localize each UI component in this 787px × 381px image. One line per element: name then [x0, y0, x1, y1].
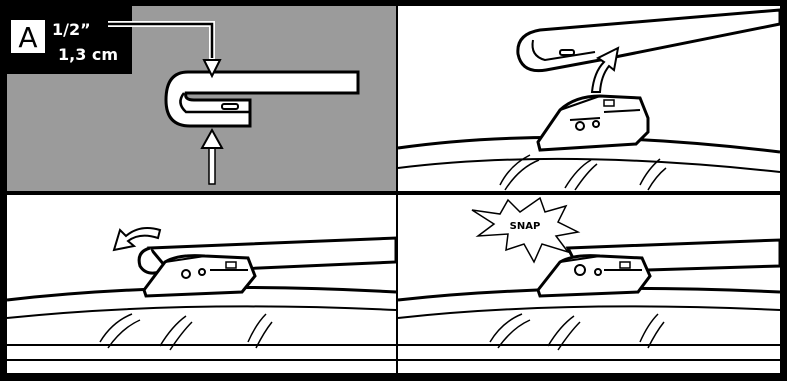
down-arrow-icon: [202, 58, 222, 79]
wiper-clip-adapter: [536, 94, 650, 152]
vertical-divider: [396, 6, 398, 373]
panel-step-c: [6, 195, 398, 373]
snap-burst-callout: SNAP: [471, 196, 581, 264]
measure-metric: 1,3 cm: [58, 45, 118, 64]
measure-imperial: 1/2”: [52, 20, 91, 39]
snap-label: SNAP: [510, 221, 541, 232]
panel-step-a: A 1/2” 1,3 cm: [7, 6, 396, 191]
rotate-arrow-icon: [112, 227, 162, 252]
wiper-arm-end: [164, 70, 360, 128]
lift-arrow-icon: [590, 46, 620, 93]
wiper-arm-lifted: [516, 8, 782, 73]
panel-step-d: SNAP: [397, 195, 782, 373]
panel-step-b: [397, 6, 782, 191]
wiper-clip-adapter: [142, 254, 257, 298]
wiper-clip-adapter: [536, 254, 652, 298]
up-arrow-icon: [200, 127, 224, 185]
step-letter: A: [18, 21, 37, 54]
horizontal-divider: [7, 191, 780, 195]
